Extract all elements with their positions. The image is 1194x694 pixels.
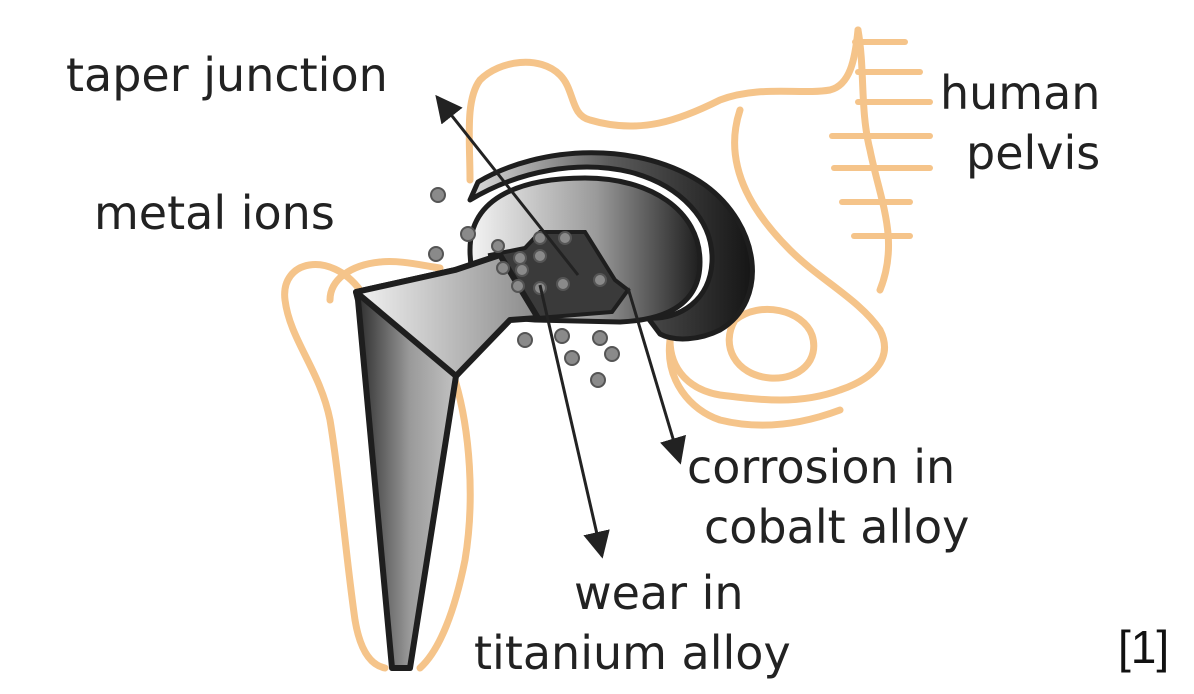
label-wear-line2: titanium alloy xyxy=(474,630,791,676)
label-taper-junction: taper junction xyxy=(66,52,388,98)
reference-marker: [1] xyxy=(1118,624,1169,670)
pelvis-obturator xyxy=(729,309,814,378)
label-corrosion-line1: corrosion in xyxy=(687,444,955,490)
label-human-pelvis-line2: pelvis xyxy=(966,130,1100,176)
pelvis-outline xyxy=(469,30,858,180)
label-metal-ions: metal ions xyxy=(94,190,335,236)
label-wear-line1: wear in xyxy=(574,570,744,616)
arrow-wear xyxy=(540,285,602,556)
label-corrosion-line2: cobalt alloy xyxy=(704,504,969,550)
label-human-pelvis-line1: human xyxy=(940,70,1100,116)
